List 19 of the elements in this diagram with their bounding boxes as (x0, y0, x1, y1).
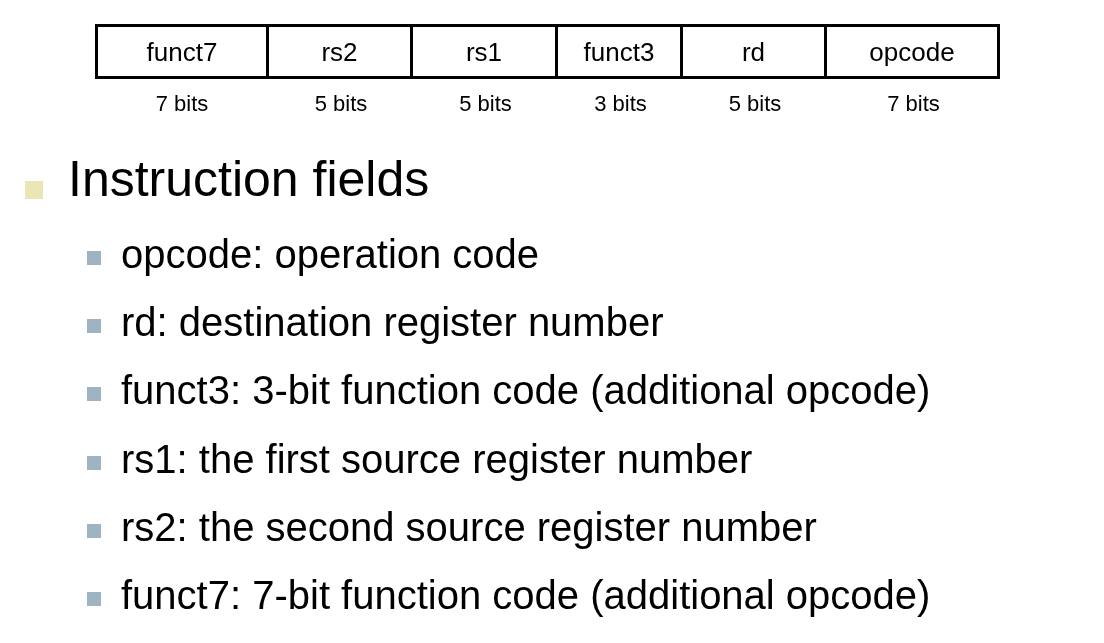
field-box: rd (680, 24, 827, 79)
bullet-text: rd: destination register number (121, 302, 664, 343)
bullet-text: rs2: the second source register number (121, 506, 817, 547)
heading-text: Instruction fields (68, 154, 430, 204)
bullet-text: funct7: 7-bit function code (additional opcode) (121, 575, 931, 615)
field-box: opcode (824, 24, 1000, 79)
bullet-text: rs1: the first source register number (121, 438, 753, 479)
field-box: rs1 (410, 24, 558, 79)
bit-width-label: 7 bits (154, 93, 210, 115)
field-box: funct7 (95, 24, 269, 79)
bit-width-label: 5 bits (313, 93, 369, 115)
bit-width-label: 5 bits (727, 93, 783, 115)
field-box: rs2 (266, 24, 413, 79)
bit-width-label: 3 bits (593, 93, 648, 115)
field-box: funct3 (555, 24, 683, 79)
bullet-text: opcode: operation code (121, 234, 540, 274)
bullet-text: funct3: 3-bit function code (additional opcode) (121, 370, 931, 411)
bit-width-label: 5 bits (458, 93, 513, 115)
bit-width-label: 7 bits (886, 93, 941, 115)
